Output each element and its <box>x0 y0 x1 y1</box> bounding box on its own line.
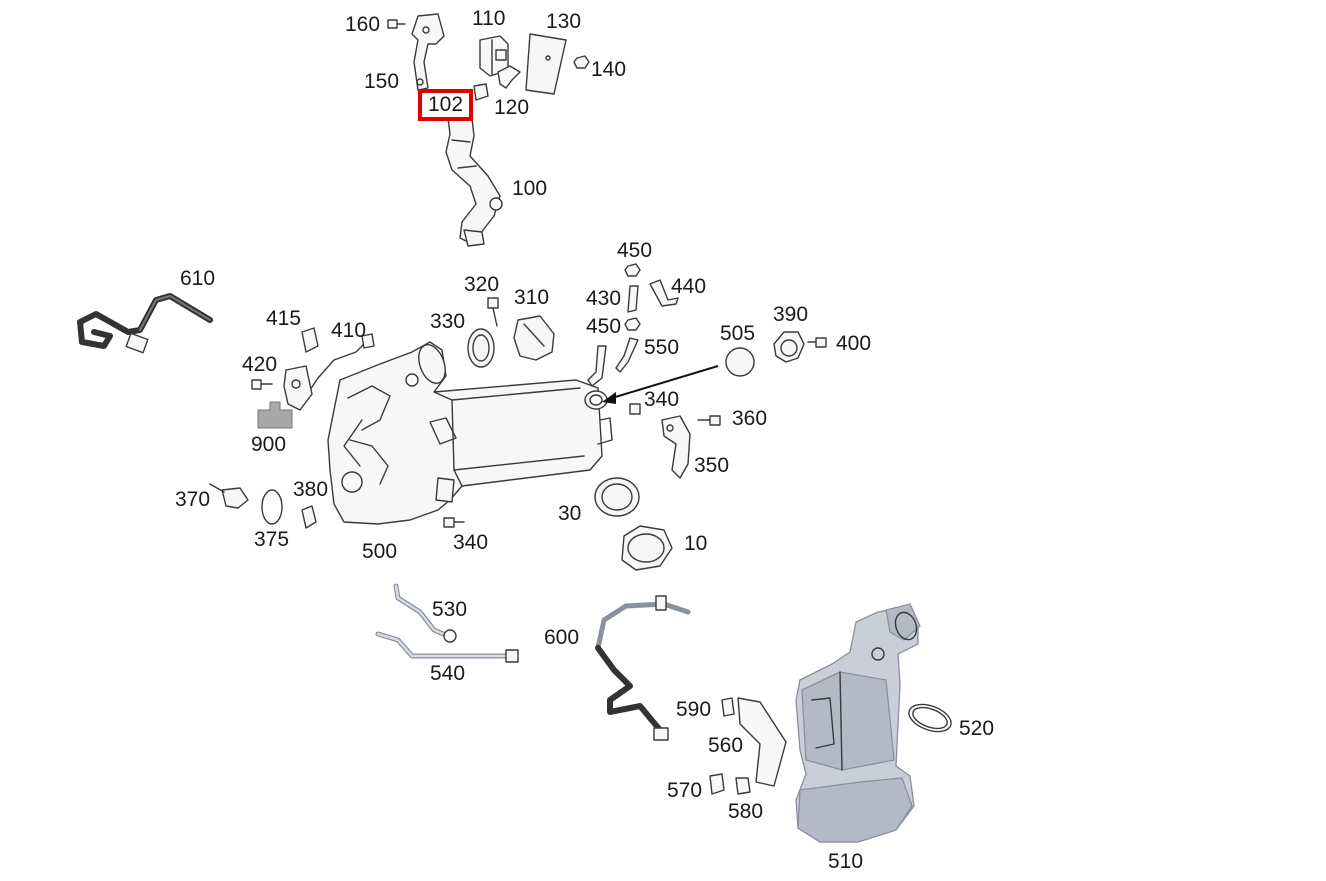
part-pressure-sensor-bracket[interactable] <box>283 365 313 411</box>
part-380-clip[interactable] <box>301 505 317 529</box>
part-330-gasket[interactable] <box>467 328 495 368</box>
label-160: 160 <box>345 13 381 36</box>
label-110: 110 <box>472 7 506 30</box>
part-590-clip[interactable] <box>721 697 735 717</box>
part-600-temp-sensor[interactable] <box>595 595 691 741</box>
part-400-bolt[interactable] <box>807 337 827 348</box>
label-380: 380 <box>293 478 329 501</box>
label-520: 520 <box>959 717 995 740</box>
part-310-clamp[interactable] <box>513 315 555 361</box>
label-130: 130 <box>546 10 582 33</box>
label-340-a: 340 <box>644 388 680 411</box>
label-610: 610 <box>180 267 216 290</box>
label-370: 370 <box>175 488 211 511</box>
part-450-nut-top[interactable] <box>624 263 641 277</box>
label-550: 550 <box>644 336 680 359</box>
part-30-gasket[interactable] <box>594 477 640 517</box>
part-570-clip[interactable] <box>709 773 725 795</box>
label-30: 30 <box>558 502 582 525</box>
part-390-clamp[interactable] <box>773 331 805 363</box>
label-500: 500 <box>362 540 398 563</box>
label-340-b: 340 <box>453 531 489 554</box>
label-102-highlight[interactable]: 102 <box>418 89 474 121</box>
label-100: 100 <box>512 177 548 200</box>
part-375-gasket[interactable] <box>261 489 283 525</box>
part-10-clamp[interactable] <box>621 525 673 571</box>
label-350: 350 <box>694 454 730 477</box>
label-360: 360 <box>732 407 768 430</box>
part-340-bolt-b[interactable] <box>443 517 465 528</box>
part-110-sensor[interactable] <box>479 35 509 77</box>
part-430-pipe[interactable] <box>627 285 639 313</box>
part-100-hose[interactable] <box>445 117 503 247</box>
label-590: 590 <box>676 698 712 721</box>
label-440: 440 <box>671 275 707 298</box>
label-120: 120 <box>494 96 530 119</box>
part-160-bolt[interactable] <box>387 19 406 29</box>
part-610-temp-sensor[interactable] <box>77 293 213 354</box>
part-140-nut[interactable] <box>573 55 590 69</box>
part-350-bracket[interactable] <box>661 415 691 479</box>
label-530: 530 <box>432 598 468 621</box>
part-340-bolt-a[interactable] <box>629 403 641 415</box>
label-390: 390 <box>773 303 809 326</box>
label-510: 510 <box>828 850 864 873</box>
label-320: 320 <box>464 273 500 296</box>
part-540-pipe[interactable] <box>375 631 519 663</box>
part-410-wire[interactable] <box>305 333 375 397</box>
label-330: 330 <box>430 310 466 333</box>
part-415-bracket[interactable] <box>301 327 319 353</box>
part-510-catalyst[interactable] <box>795 603 921 843</box>
label-150: 150 <box>364 70 400 93</box>
label-10: 10 <box>684 532 708 555</box>
label-420: 420 <box>242 353 278 376</box>
part-900-label[interactable] <box>257 401 293 429</box>
part-530-pipe[interactable] <box>393 583 457 643</box>
part-360-bolt[interactable] <box>697 415 721 426</box>
label-140: 140 <box>591 58 627 81</box>
label-505: 505 <box>720 322 756 345</box>
part-520-gasket[interactable] <box>905 699 955 737</box>
part-370-sensor[interactable] <box>209 483 249 509</box>
part-150-bracket[interactable] <box>411 13 445 91</box>
label-375: 375 <box>254 528 290 551</box>
label-400: 400 <box>836 332 872 355</box>
arrow-505 <box>602 365 719 404</box>
label-600: 600 <box>544 626 580 649</box>
part-440-pipe[interactable] <box>649 279 679 307</box>
part-550-pipe[interactable] <box>587 337 639 387</box>
part-130-heat-shield[interactable] <box>525 33 567 95</box>
part-580-clip[interactable] <box>735 777 751 795</box>
part-120-clip[interactable] <box>473 65 521 101</box>
part-505-gasket-ring[interactable] <box>584 347 755 410</box>
label-560: 560 <box>708 734 744 757</box>
label-415: 415 <box>266 307 302 330</box>
label-570: 570 <box>667 779 703 802</box>
part-450-nut-bottom[interactable] <box>624 317 641 331</box>
part-560-bracket[interactable] <box>737 697 787 787</box>
label-540: 540 <box>430 662 466 685</box>
label-450-top: 450 <box>617 239 653 262</box>
label-310: 310 <box>514 286 550 309</box>
label-580: 580 <box>728 800 764 823</box>
part-320-bolt[interactable] <box>487 297 499 327</box>
label-410: 410 <box>331 319 367 342</box>
label-900: 900 <box>251 433 287 456</box>
label-430: 430 <box>586 287 622 310</box>
part-420-bolt[interactable] <box>251 379 273 390</box>
part-500-dpf[interactable] <box>327 341 613 525</box>
label-450-bottom: 450 <box>586 315 622 338</box>
